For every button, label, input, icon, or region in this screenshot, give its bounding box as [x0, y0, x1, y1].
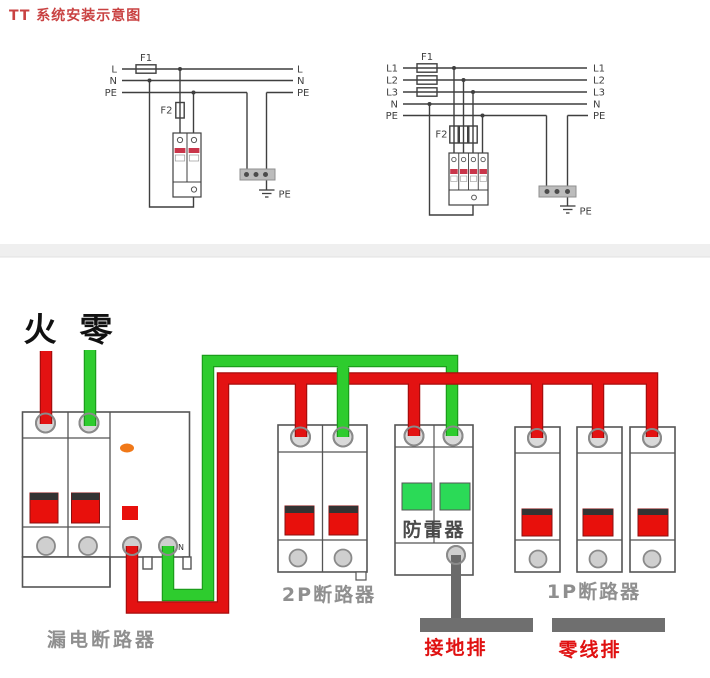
label-L3-right: L3	[593, 88, 605, 99]
ground-bar-label: 接地排	[424, 636, 487, 659]
spd-status-window-2	[439, 482, 471, 511]
live-wire-red	[39, 351, 659, 614]
label-earth-pe-3p: PE	[580, 207, 592, 218]
breaker-1p-2	[576, 426, 623, 573]
section-divider	[0, 244, 710, 257]
label-N-right: N	[297, 76, 304, 87]
rcbo-toggle-2[interactable]	[71, 492, 100, 524]
breaker-1p-group	[514, 426, 676, 573]
schematic-three-phase: F1 F2 L1 L2 L3 N PE L1 L2 L3 N PE PE	[386, 52, 606, 218]
label-f1: F1	[140, 53, 152, 64]
breaker-1p-2-toggle[interactable]	[582, 508, 614, 537]
rcbo-n-terminal-label: N	[178, 543, 184, 552]
page-title: TT 系统安装示意图	[9, 7, 141, 24]
live-label: 火	[24, 310, 57, 349]
label-L1-left: L1	[386, 64, 398, 75]
fuse-f1-symbol	[135, 64, 157, 74]
earth-symbol-3p	[560, 205, 576, 214]
spd-device: 防雷器	[394, 424, 474, 576]
spd-label: 防雷器	[402, 518, 465, 541]
neutral-label: 零	[80, 310, 114, 349]
label-PE-right: PE	[297, 88, 309, 99]
label-L-right: L	[297, 65, 303, 76]
rcbo-label: 漏电断路器	[47, 628, 157, 651]
schematic-single-phase: F1 F2 L N PE L N PE PE	[105, 53, 309, 208]
label-PE3-right: PE	[593, 111, 605, 122]
breaker-2p-toggle-1[interactable]	[284, 505, 315, 536]
label-f2: F2	[160, 106, 172, 117]
terminal-rings	[35, 412, 662, 565]
rcbo-toggle-1[interactable]	[29, 492, 59, 524]
ground-bar-symbol-3p	[538, 185, 577, 198]
label-f2-3p: F2	[435, 130, 447, 141]
earth-symbol	[259, 189, 275, 198]
neutral-bar-label: 零线排	[557, 638, 621, 661]
breaker-1p-1	[514, 426, 561, 573]
rcbo-test-button[interactable]	[122, 506, 138, 520]
spd-2pole-symbol	[172, 132, 202, 198]
label-N3-left: N	[391, 100, 398, 111]
spd-4pole-symbol	[448, 152, 489, 206]
neutral-busbar	[552, 618, 665, 632]
label-L-left: L	[111, 65, 117, 76]
wiring-illustration: N	[21, 310, 676, 661]
breaker-2p-toggle-2[interactable]	[328, 505, 359, 536]
fuse-f2-symbol	[175, 101, 185, 119]
breaker-1p-1-toggle[interactable]	[521, 508, 553, 537]
label-L3-left: L3	[386, 88, 398, 99]
spd-status-window-1	[401, 482, 433, 511]
label-N3-right: N	[593, 100, 600, 111]
label-PE-left: PE	[105, 88, 117, 99]
ground-bar-symbol	[239, 168, 276, 181]
rcbo-device: N	[21, 411, 192, 588]
ground-busbar	[420, 618, 533, 632]
breaker-1p-3-toggle[interactable]	[637, 508, 669, 537]
breaker-2p-device	[277, 424, 368, 581]
label-f1-3p: F1	[421, 52, 433, 63]
label-earth-pe: PE	[279, 190, 291, 201]
breaker-1p-label: 1P断路器	[547, 580, 641, 603]
rcbo-indicator-light	[120, 443, 134, 453]
breaker-1p-3	[629, 426, 676, 573]
label-L2-right: L2	[593, 76, 605, 87]
breaker-2p-label: 2P断路器	[282, 583, 376, 606]
label-N-left: N	[110, 76, 117, 87]
label-L1-right: L1	[593, 64, 605, 75]
label-PE3-left: PE	[386, 111, 398, 122]
label-L2-left: L2	[386, 76, 398, 87]
